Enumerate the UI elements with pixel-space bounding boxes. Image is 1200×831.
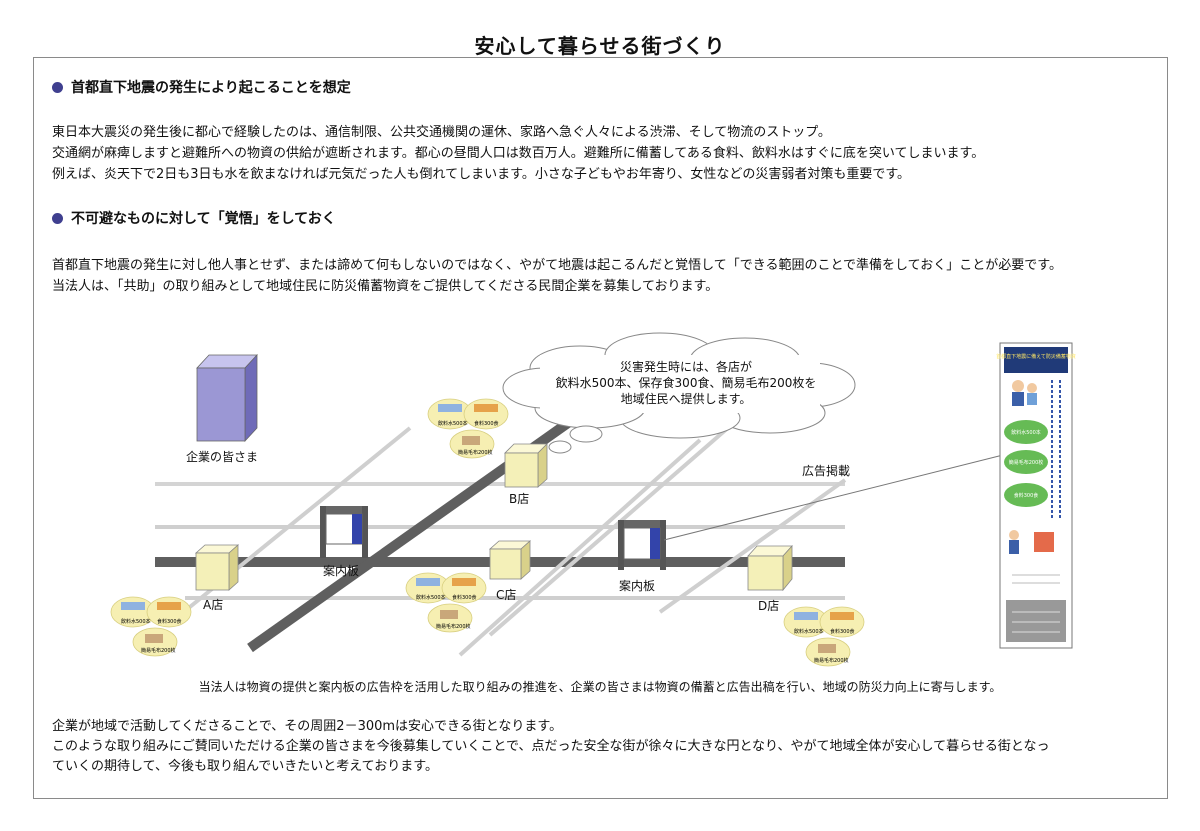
cloud-text-line: 飲料水500本、保存食300食、簡易毛布200枚を [556,375,817,390]
cloud-text-line: 地域住民へ提供します。 [621,391,752,406]
supply-label: 食料300食 [452,594,477,601]
section2-line: 当法人は、「共助」の取り組みとして地域住民に防災備蓄物資をご提供してくださる民間… [52,279,719,294]
ad-poster: 首都直下地震に備えて防災備蓄物資 飲料水500本 簡易毛布200枚 食料300食 [996,342,1076,649]
section2-heading-text: 不可避なものに対して「覚悟」をしておく [71,211,336,227]
supply-label: 簡易毛布200枚 [814,657,849,664]
closing-line: ていくの期待して、今後も取り組んでいきたいと考えております。 [52,759,438,774]
closing-line: このような取り組みにご賛同いただける企業の皆さまを今後募集していくことで、点だっ… [52,739,1050,754]
bullet-icon [52,212,63,224]
section2-body: 首都直下地震の発生に対し他人事とせず、または諦めて何もしないのではなく、やがて地… [52,255,1162,297]
bullet-icon [52,81,63,93]
store-b-label: B店 [509,492,529,506]
closing-line: 企業が地域で活動してくださることで、その周囲2－300mは安心できる街となります… [52,719,563,734]
supply-label: 飲料水500本 [794,628,824,635]
store-a-label: A店 [203,598,223,612]
store-c [488,540,532,580]
section2-heading: 不可避なものに対して「覚悟」をしておく [52,208,336,228]
supply-bubble: 飲料水500本 食料300食 簡易毛布200枚 [783,606,865,667]
section1-line: 交通網が麻痺しますと避難所への物資の供給が遮断されます。都心の昼間人口は数百万人… [52,146,985,161]
section2-line: 首都直下地震の発生に対し他人事とせず、または諦めて何もしないのではなく、やがて地… [52,258,1062,273]
supply-bubble: 飲料水500本 食料300食 簡易毛布200枚 [110,596,192,657]
supply-label: 飲料水500本 [438,420,468,427]
store-d-label: D店 [758,599,779,613]
closing-text: 企業が地域で活動してくださることで、その周囲2－300mは安心できる街となります… [52,717,1162,777]
guide-board-2 [618,520,666,570]
supply-bubble: 飲料水500本 食料300食 簡易毛布200枚 [427,398,509,459]
guide-board-1-label: 案内板 [323,563,359,578]
ad-label: 広告掲載 [802,463,850,478]
company-building [196,353,258,443]
road-network [155,398,847,657]
section1-line: 東日本大震災の発生後に都心で経験したのは、通信制限、公共交通機関の運休、家路へ急… [52,125,831,140]
poster-item: 飲料水500本 [1011,429,1041,436]
supply-label: 飲料水500本 [121,618,151,625]
guide-board-2-label: 案内板 [619,578,655,593]
thought-cloud [502,332,856,454]
poster-header: 首都直下地震に備えて防災備蓄物資 [996,353,1076,360]
supply-label: 簡易毛布200枚 [458,449,493,456]
section1-body: 東日本大震災の発生後に都心で経験したのは、通信制限、公共交通機関の運休、家路へ急… [52,122,1162,185]
content-frame [33,57,1168,799]
store-a [194,544,240,591]
supply-label: 簡易毛布200枚 [436,623,471,630]
store-c-label: C店 [496,588,516,602]
cloud-text-line: 災害発生時には、各店が [620,359,752,374]
supply-label: 食料300食 [830,628,855,635]
supply-label: 食料300食 [157,618,182,625]
section1-line: 例えば、炎天下で2日も3日も水を飲まなければ元気だった人も倒れてしまいます。小さ… [52,167,911,182]
diagram-caption: 当法人は物資の提供と案内板の広告枠を活用した取り組みの推進を、企業の皆さまは物資… [198,680,1002,694]
supply-label: 簡易毛布200枚 [141,647,176,654]
store-b [504,443,548,488]
section1-heading: 首都直下地震の発生により起こることを想定 [52,77,351,97]
guide-board-1 [320,506,368,558]
ad-callout-line [663,454,1004,541]
store-d [747,544,793,592]
supply-label: 食料300食 [474,420,499,427]
companies-label: 企業の皆さま [186,449,258,464]
poster-item: 簡易毛布200枚 [1009,459,1044,466]
supply-bubble: 飲料水500本 食料300食 簡易毛布200枚 [405,572,487,633]
section1-heading-text: 首都直下地震の発生により起こることを想定 [71,80,351,96]
poster-item: 食料300食 [1014,492,1039,499]
supply-label: 飲料水500本 [416,594,446,601]
page-title: 安心して暮らせる街づくり [474,34,726,58]
